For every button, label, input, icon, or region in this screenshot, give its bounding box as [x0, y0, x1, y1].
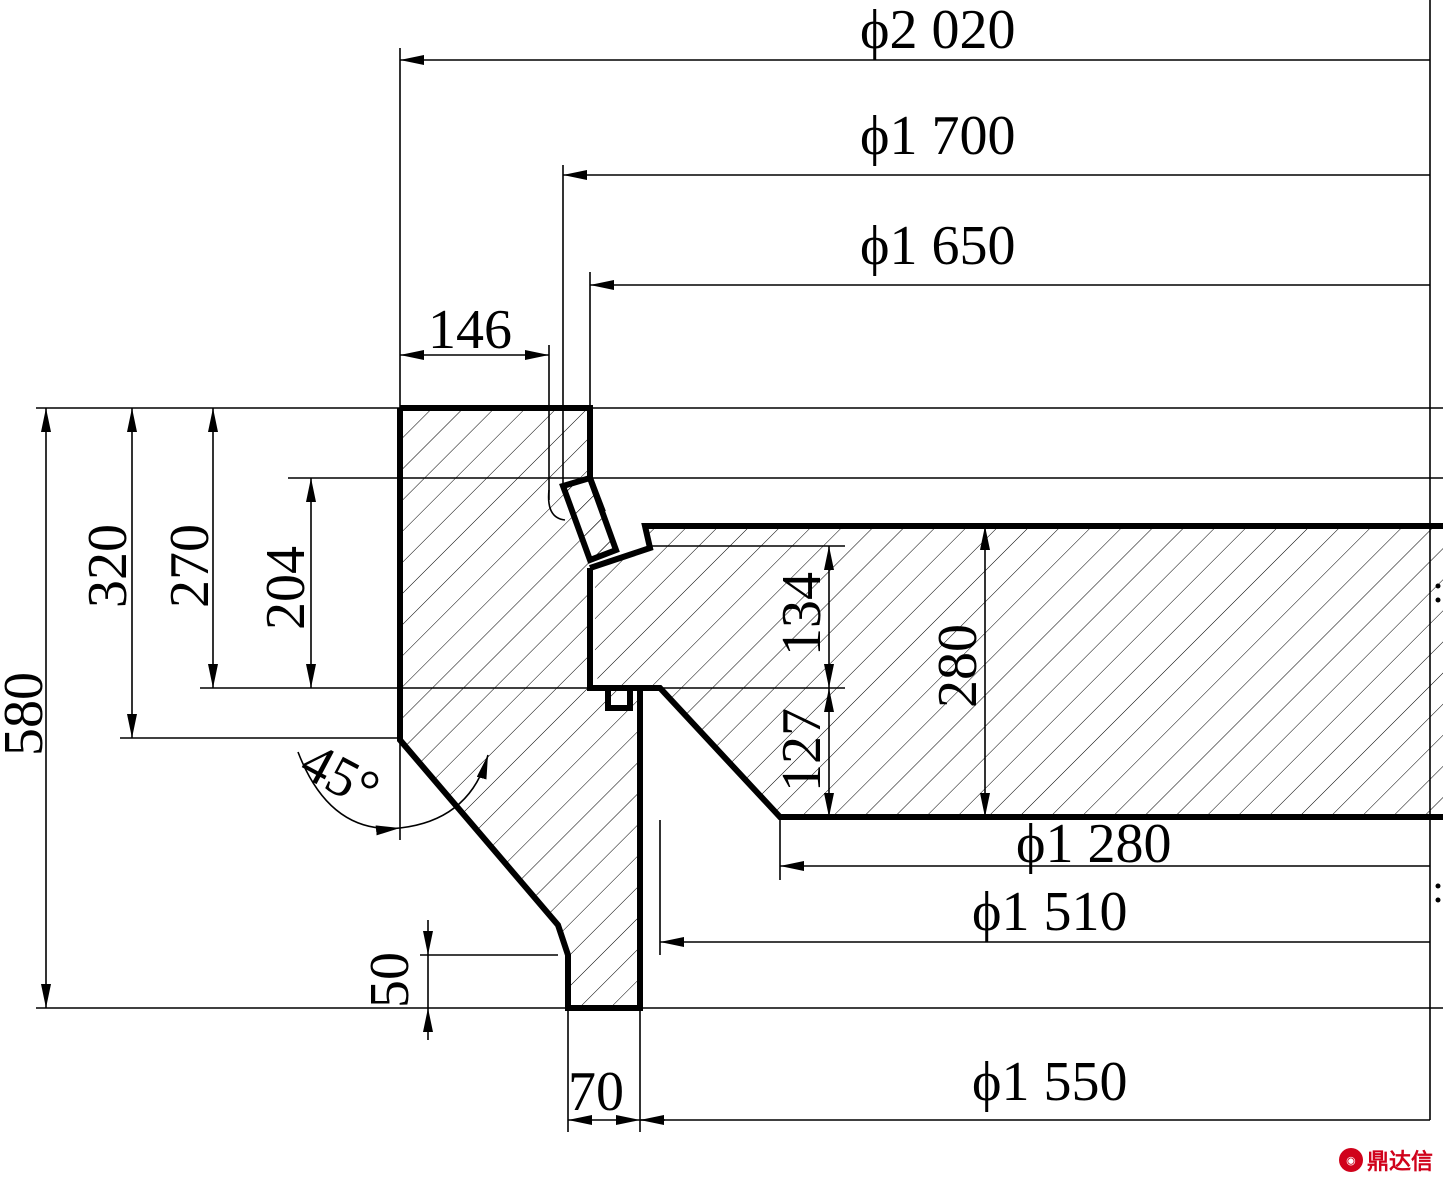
dim-d1550: ϕ1 550: [972, 1051, 1127, 1113]
dim-d1700: ϕ1 700: [860, 105, 1015, 167]
dim-d1280: ϕ1 280: [1016, 813, 1171, 875]
dim-h127: 127: [771, 708, 833, 792]
dim-h50: 50: [359, 952, 421, 1008]
dim-h280: 280: [927, 624, 989, 708]
dim-h204: 204: [255, 546, 317, 630]
watermark-text: 鼎达信: [1366, 1150, 1433, 1175]
dim-h270: 270: [159, 524, 221, 608]
dim-w70: 70: [568, 1061, 624, 1123]
hatching: [400, 408, 1443, 1008]
dimension-lines: [41, 55, 1430, 1125]
dim-d2020: ϕ2 020: [860, 0, 1015, 61]
watermark-logo-icon: ◉: [1338, 1148, 1363, 1172]
dim-h580: 580: [0, 672, 55, 756]
dim-d1650: ϕ1 650: [860, 215, 1015, 277]
dim-h134: 134: [771, 572, 833, 656]
dim-w146: 146: [428, 299, 512, 361]
dim-angle45: 45°: [291, 731, 389, 823]
dimension-labels: ϕ2 020 ϕ1 700 ϕ1 650 146 ϕ1 280 ϕ1 510 ϕ…: [0, 0, 1171, 1123]
dim-h320: 320: [77, 524, 139, 608]
extension-lines: [36, 0, 1443, 1132]
dim-d1510: ϕ1 510: [972, 881, 1127, 943]
watermark: ◉ 鼎达信: [1338, 1144, 1433, 1176]
